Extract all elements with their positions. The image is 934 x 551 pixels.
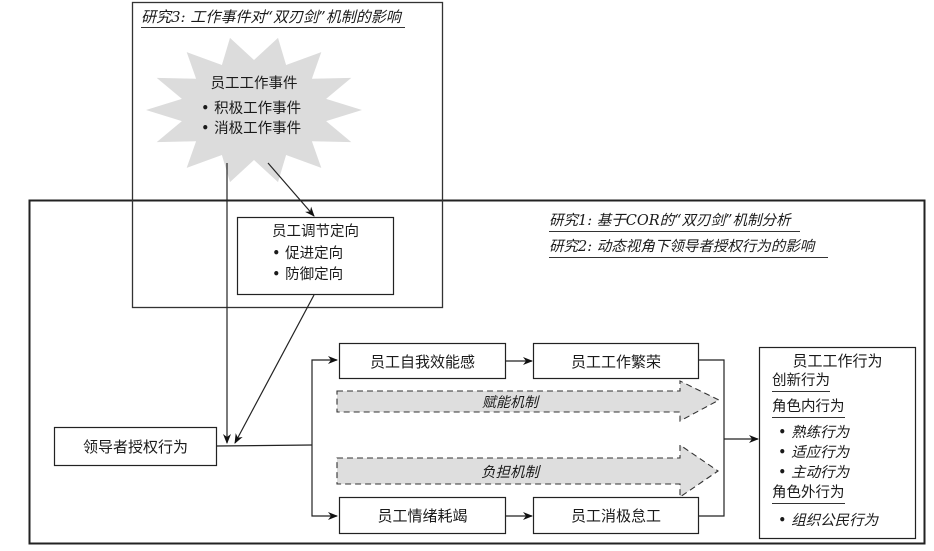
self-efficacy-box	[338, 342, 507, 380]
study2-title: 研究2: 动态视角下领导者授权行为的影响	[549, 238, 829, 258]
thriving-box	[532, 342, 700, 380]
outcome-item: • 适应行为	[778, 444, 849, 462]
leader-branch-line	[215, 444, 313, 447]
bullet-icon: •	[778, 465, 787, 481]
innovative-behavior-label: 创新行为	[772, 372, 830, 392]
regulatory-focus-box	[236, 216, 395, 296]
empowerment-mechanism-arrow	[336, 380, 721, 422]
proactive-behavior-label: 主动行为	[791, 465, 850, 481]
empowerment-mechanism-label: 赋能机制	[482, 394, 538, 411]
promotion-focus-label: 促进定向	[285, 246, 344, 262]
work-events-starburst	[146, 37, 362, 183]
bullet-icon: •	[778, 425, 787, 441]
thriving-label: 员工工作繁荣	[570, 352, 661, 371]
exhaustion-box	[338, 496, 507, 535]
ocb-label: 组织公民行为	[791, 513, 879, 529]
branch-upper	[311, 356, 338, 445]
study3-frame	[131, 1, 444, 309]
burden-mechanism-label: 负担机制	[481, 464, 539, 481]
thriving-merge-line	[698, 359, 725, 517]
outcome-group-title: 角色外行为	[772, 484, 845, 504]
focus-to-leader-arrow	[234, 294, 315, 444]
leader-empowerment-box	[53, 426, 218, 467]
outcome-item: • 熟练行为	[778, 424, 849, 442]
work-behavior-box	[758, 346, 917, 540]
outcome-group-title: 创新行为	[772, 372, 830, 392]
bullet-icon: •	[272, 267, 281, 283]
proficient-behavior-label: 熟练行为	[791, 425, 850, 441]
outcome-item: • 组织公民行为	[778, 512, 878, 530]
bullet-icon: •	[778, 445, 787, 461]
study1-title-wrap: 研究1: 基于COR的“双刃剑”机制分析	[549, 212, 801, 232]
positive-events-label: 积极工作事件	[214, 101, 302, 117]
regulatory-focus-heading: 员工调节定向	[272, 224, 359, 240]
burden-mechanism-arrow	[336, 443, 719, 499]
bullet-icon: •	[272, 246, 281, 262]
regulatory-focus-item: • 促进定向	[272, 245, 343, 263]
work-events-heading: 员工工作事件	[210, 76, 298, 92]
regulatory-focus-item: • 防御定向	[272, 266, 343, 284]
exhaustion-label: 员工情绪耗竭	[377, 507, 468, 525]
study3-title-wrap: 研究3: 工作事件对“双刃剑”机制的影响	[141, 8, 405, 28]
study1-title: 研究1: 基于COR的“双刃剑”机制分析	[549, 212, 801, 232]
in-role-behavior-label: 角色内行为	[772, 398, 845, 418]
leader-empowerment-label: 领导者授权行为	[82, 438, 188, 456]
outcome-item: • 主动行为	[778, 464, 849, 482]
withdrawal-box	[532, 496, 700, 535]
negative-events-label: 消极工作事件	[214, 121, 302, 137]
study12-frame	[28, 199, 926, 545]
work-events-item: • 消极工作事件	[201, 120, 301, 138]
work-behavior-heading: 员工工作行为	[792, 352, 883, 370]
study2-title-wrap: 研究2: 动态视角下领导者授权行为的影响	[549, 238, 829, 258]
self-efficacy-label: 员工自我效能感	[369, 352, 475, 371]
study3-title: 研究3: 工作事件对“双刃剑”机制的影响	[141, 8, 405, 28]
bullet-icon: •	[201, 101, 210, 117]
bullet-icon: •	[201, 121, 210, 137]
work-events-item: • 积极工作事件	[201, 100, 301, 118]
withdrawal-label: 员工消极怠工	[570, 507, 661, 525]
prevention-focus-label: 防御定向	[285, 267, 344, 283]
bullet-icon: •	[778, 513, 787, 529]
events-to-focus-arrow	[267, 162, 315, 217]
extra-role-behavior-label: 角色外行为	[772, 484, 845, 504]
branch-lower	[311, 445, 338, 520]
adaptive-behavior-label: 适应行为	[791, 445, 850, 461]
outcome-group-title: 角色内行为	[772, 398, 845, 418]
